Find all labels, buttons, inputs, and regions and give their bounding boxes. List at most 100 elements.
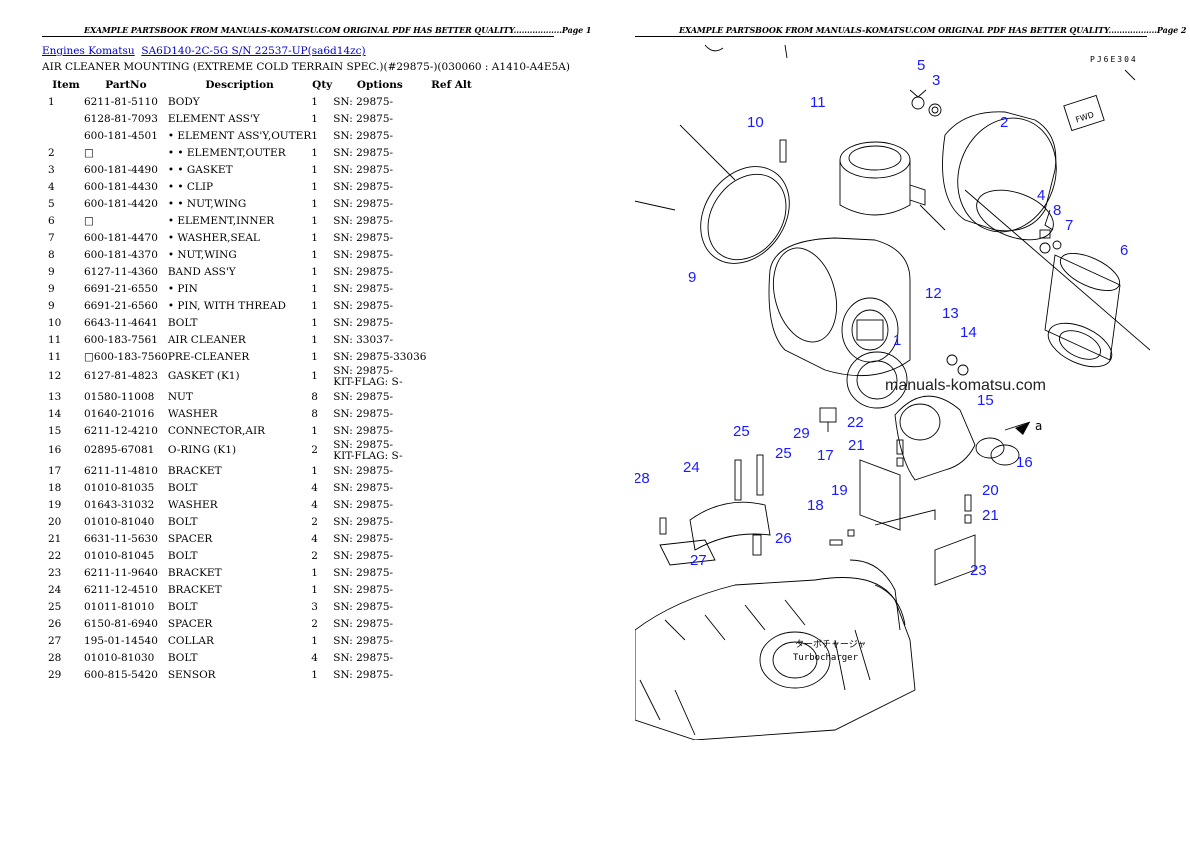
cell-ref-alt (426, 405, 476, 422)
cell-ref-alt (426, 127, 476, 144)
callout-11: 11 (810, 94, 826, 111)
cell-partno: 01010-81030 (84, 651, 155, 664)
cell-options: SN: 29875- (333, 598, 426, 615)
cell-ref-alt (426, 297, 476, 314)
cell-options: SN: 29875-33036 (333, 348, 426, 365)
cell-qty: 8 (311, 407, 318, 420)
cell-item: 29 (48, 668, 62, 681)
cell-ref-alt (426, 195, 476, 212)
cell-options: SN: 29875- (333, 161, 426, 178)
page-header: EXAMPLE PARTSBOOK FROM MANUALS-KOMATSU.C… (679, 25, 1187, 35)
cell-qty: 1 (311, 231, 318, 244)
cell-item: 1 (48, 95, 55, 108)
cell-options: SN: 29875- (333, 530, 426, 547)
cell-item: 13 (48, 390, 62, 403)
cell-partno: □ (84, 214, 94, 227)
cell-description: AIR CLEANER (167, 333, 246, 346)
options-serial: SN: 29875- (333, 316, 394, 329)
options-serial: SN: 29875- (333, 265, 394, 278)
cell-item: 9 (48, 265, 55, 278)
callout-28: 28 (635, 470, 650, 487)
cell-options: SN: 29875- (333, 127, 426, 144)
cell-options: SN: 29875- (333, 263, 426, 280)
page-header: EXAMPLE PARTSBOOK FROM MANUALS-KOMATSU.C… (84, 25, 592, 35)
cell-item: 11 (48, 333, 62, 346)
cell-description: • WASHER,SEAL (167, 231, 260, 244)
cell-ref-alt (426, 229, 476, 246)
callout-19: 19 (831, 482, 848, 499)
cell-ref-alt (426, 348, 476, 365)
cell-options: SN: 29875- (333, 615, 426, 632)
cell-qty: 1 (311, 214, 318, 227)
cell-ref-alt (426, 513, 476, 530)
cell-partno: 600-183-7561 (84, 333, 158, 346)
cell-options: SN: 29875-KIT-FLAG: S- (333, 365, 426, 388)
cell-item: 19 (48, 498, 62, 511)
cell-item: 23 (48, 566, 62, 579)
parts-table: Item PartNo Description Qty Options Ref … (42, 76, 476, 683)
cell-partno: 01010-81035 (84, 481, 155, 494)
cell-partno: 195-01-14540 (84, 634, 158, 647)
callout-14: 14 (960, 324, 977, 341)
options-serial: SN: 29875- (333, 407, 394, 420)
callout-15: 15 (977, 392, 994, 409)
options-serial: SN: 29875- (333, 651, 394, 664)
breadcrumb: Engines Komatsu SA6D140-2C-5G S/N 22537-… (42, 45, 366, 57)
header-rule (635, 36, 1147, 37)
cell-ref-alt (426, 462, 476, 479)
cell-ref-alt (426, 263, 476, 280)
callout-13: 13 (942, 305, 959, 322)
options-serial: SN: 29875- (333, 197, 394, 210)
cell-description: BRACKET (167, 566, 222, 579)
gasket (846, 351, 908, 409)
sensor (819, 407, 837, 423)
cell-qty: 4 (311, 532, 318, 545)
cell-partno: 6211-12-4510 (84, 583, 158, 596)
callout-7: 7 (1065, 217, 1073, 234)
arrow-a-label: a (1035, 419, 1042, 433)
cell-options: SN: 29875- (333, 178, 426, 195)
cell-options: SN: 29875- (333, 462, 426, 479)
cell-partno: 01580-11008 (84, 390, 155, 403)
cell-options: SN: 29875- (333, 666, 426, 683)
options-serial: SN: 29875- (333, 549, 394, 562)
cell-description: • PIN, WITH THREAD (167, 299, 286, 312)
cell-description: BOLT (167, 515, 198, 528)
callout-10: 10 (747, 114, 764, 131)
diagram-page: EXAMPLE PARTSBOOK FROM MANUALS-KOMATSU.C… (595, 0, 1190, 842)
options-serial: SN: 29875- (333, 129, 394, 142)
cell-ref-alt (426, 144, 476, 161)
cell-qty: 4 (311, 481, 318, 494)
cell-description: • ELEMENT,INNER (167, 214, 275, 227)
cell-partno: 6211-11-9640 (84, 566, 158, 579)
cell-item: 10 (48, 316, 62, 329)
cell-item: 26 (48, 617, 62, 630)
cell-qty: 4 (311, 498, 318, 511)
cell-options: SN: 29875- (333, 405, 426, 422)
cell-partno: 600-181-4420 (84, 197, 158, 210)
column-header-partno: PartNo (105, 78, 147, 91)
breadcrumb-model-link[interactable]: SA6D140-2C-5G S/N 22537-UP(sa6d14zc) (141, 45, 366, 57)
callout-20: 20 (982, 482, 999, 499)
options-serial: SN: 33037- (333, 333, 394, 346)
cell-qty: 1 (311, 163, 318, 176)
cell-description: • • NUT,WING (167, 197, 247, 210)
breadcrumb-engines-link[interactable]: Engines Komatsu (42, 45, 135, 57)
cell-qty: 1 (311, 350, 318, 363)
